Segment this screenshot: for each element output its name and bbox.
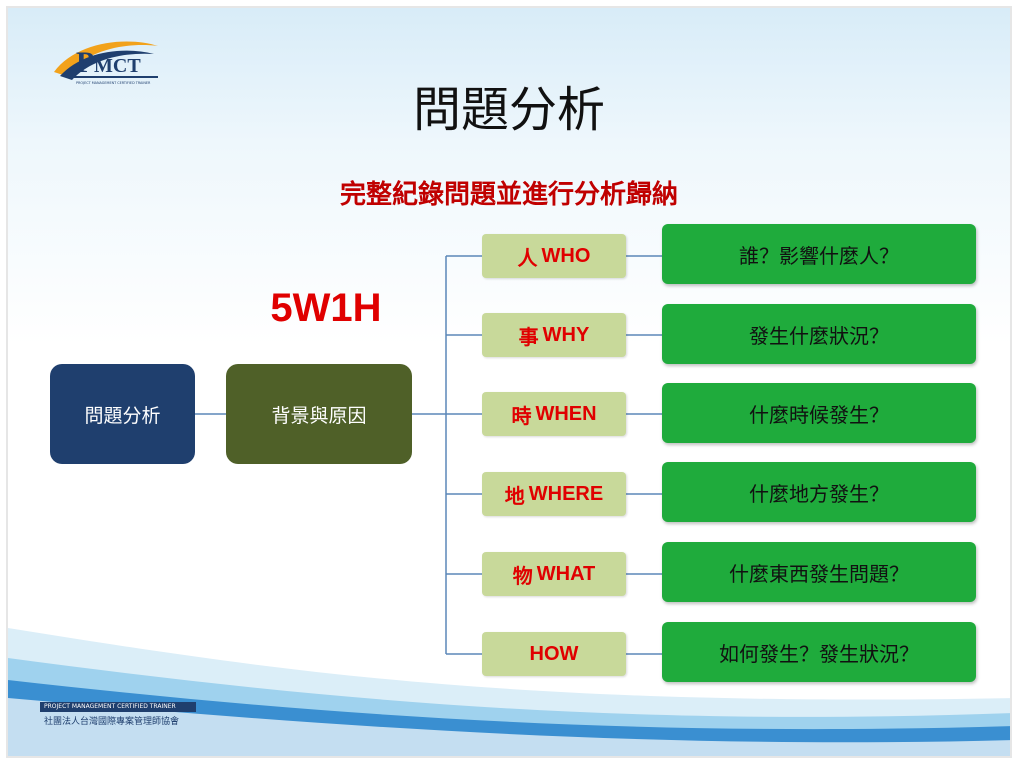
svg-text:PROJECT MANAGEMENT CERTIFIED T: PROJECT MANAGEMENT CERTIFIED TRAINER [76, 81, 151, 85]
category-word: WHY [542, 323, 590, 346]
connector-lines [195, 255, 662, 655]
category-word: WHERE [528, 482, 604, 505]
5w1h-label: 5W1H [270, 286, 382, 330]
pmct-logo: P MCT PROJECT MANAGEMENT CERTIFIED TRAIN… [46, 32, 166, 96]
background-cause-node: 背景與原因 [226, 364, 412, 464]
answer-how: 如何發生？發生狀況？ [662, 622, 976, 682]
category-char: 物 [512, 563, 533, 588]
mid-node-label: 背景與原因 [271, 404, 367, 427]
footer-banner: PROJECT MANAGEMENT CERTIFIED TRAINER [40, 702, 196, 712]
category-char: 人 [517, 245, 538, 270]
category-char: 地 [504, 483, 525, 508]
page-subtitle: 完整紀錄問題並進行分析歸納 [339, 180, 678, 210]
category-how: HOW [482, 632, 626, 676]
category-word: WHEN [535, 402, 597, 425]
answer-when: 什麼時候發生？ [662, 383, 976, 443]
root-node-label: 問題分析 [84, 404, 161, 427]
root-node: 問題分析 [50, 364, 195, 464]
answer-what: 什麼東西發生問題？ [662, 542, 976, 602]
category-word: WHO [541, 244, 591, 267]
page-title: 問題分析 [412, 82, 605, 138]
category-char: 時 [511, 403, 532, 428]
svg-text:P: P [76, 46, 94, 79]
category-word: HOW [529, 642, 579, 665]
category-char: 事 [518, 324, 539, 349]
slide: P MCT PROJECT MANAGEMENT CERTIFIED TRAIN… [6, 6, 1012, 758]
footer-org: 社團法人台灣國際專案管理師協會 [44, 717, 180, 727]
background-waves [8, 628, 1010, 756]
answer-why: 發生什麼狀況？ [662, 304, 976, 364]
answer-where: 什麼地方發生？ [662, 462, 976, 522]
svg-text:MCT: MCT [94, 55, 141, 77]
category-word: WHAT [536, 562, 596, 585]
answer-who: 誰？影響什麼人？ [662, 224, 976, 284]
